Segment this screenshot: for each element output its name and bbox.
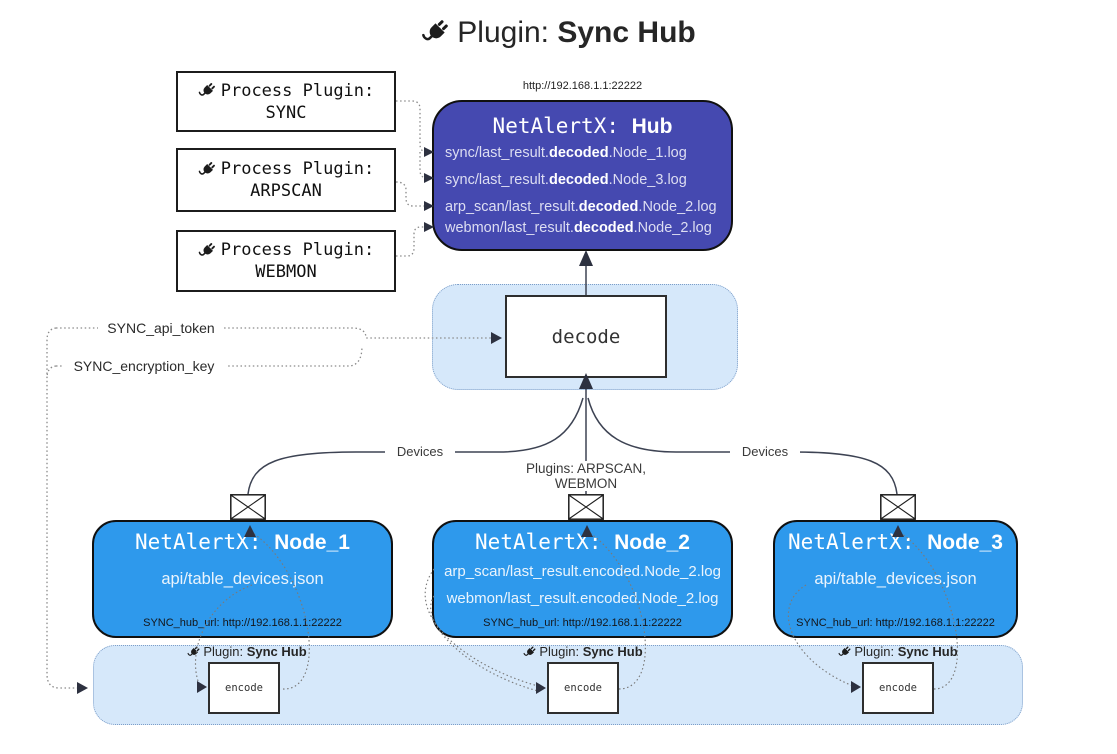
plug-icon xyxy=(187,645,201,659)
plugins-edge-label: Plugins: ARPSCAN, WEBMON xyxy=(500,461,672,491)
hub-title-bold: Hub xyxy=(631,115,673,138)
envelope-icon xyxy=(230,494,266,520)
process-plugin-label: Process Plugin: xyxy=(220,159,375,179)
hub-log-line: webmon/last_result.decoded.Node_2.log xyxy=(445,220,712,236)
hub-title: NetAlertX: Hub xyxy=(434,114,731,139)
plug-icon xyxy=(523,645,537,659)
process-plugin-box-sync: Process Plugin: SYNC xyxy=(176,71,396,132)
node3-box: NetAlertX: Node_3 api/table_devices.json… xyxy=(773,520,1018,638)
node3-hub-url: SYNC_hub_url: http://192.168.1.1:22222 xyxy=(796,617,995,629)
process-plugin-box-webmon: Process Plugin: WEBMON xyxy=(176,230,396,292)
hub-box: NetAlertX: Hub sync/last_result.decoded.… xyxy=(432,100,733,251)
node3-title: NetAlertX: Node_3 xyxy=(788,530,1003,554)
envelope-icon xyxy=(880,494,916,520)
plug-icon xyxy=(838,645,852,659)
page-title-bold: Sync Hub xyxy=(557,16,696,49)
plug-icon xyxy=(198,241,217,260)
devices-edge-label-left: Devices xyxy=(385,444,455,459)
node1-file: api/table_devices.json xyxy=(161,570,324,588)
encode-box-node3: encode xyxy=(862,662,934,714)
node3-file: api/table_devices.json xyxy=(814,570,977,588)
node2-title: NetAlertX: Node_2 xyxy=(475,530,690,554)
encoder3-label: Plugin: Sync Hub xyxy=(818,644,978,659)
encoder2-label: Plugin: Sync Hub xyxy=(503,644,663,659)
sync-encryption-key-label: SYNC_encryption_key xyxy=(62,358,226,374)
plug-icon xyxy=(421,17,451,47)
envelope-icon xyxy=(568,494,604,520)
process-plugin-name: ARPSCAN xyxy=(250,181,322,201)
plug-icon xyxy=(198,160,217,179)
node2-file: webmon/last_result.encoded.Node_2.log xyxy=(446,590,719,607)
process-plugin-label: Process Plugin: xyxy=(220,240,375,260)
node1-box: NetAlertX: Node_1 api/table_devices.json… xyxy=(92,520,393,638)
page-title: Plugin: Sync Hub xyxy=(0,16,1117,50)
envelope-icons xyxy=(230,494,916,520)
process-plugin-name: WEBMON xyxy=(255,262,317,282)
node1-hub-url: SYNC_hub_url: http://192.168.1.1:22222 xyxy=(143,617,342,629)
hub-log-line: sync/last_result.decoded.Node_1.log xyxy=(445,145,687,161)
hub-log-line: sync/last_result.decoded.Node_3.log xyxy=(445,172,687,188)
process-plugin-name: SYNC xyxy=(265,102,307,123)
node2-box: NetAlertX: Node_2 arp_scan/last_result.e… xyxy=(432,520,733,638)
process-plugin-label: Process Plugin: xyxy=(220,80,375,101)
node2-file: arp_scan/last_result.encoded.Node_2.log xyxy=(444,563,721,580)
node1-title: NetAlertX: Node_1 xyxy=(135,530,350,554)
decode-box: decode xyxy=(505,295,667,378)
plug-icon xyxy=(198,81,217,100)
hub-log-line: arp_scan/last_result.decoded.Node_2.log xyxy=(445,199,717,215)
encode-box-node1: encode xyxy=(208,662,280,714)
node2-hub-url: SYNC_hub_url: http://192.168.1.1:22222 xyxy=(483,617,682,629)
page-title-prefix: Plugin: xyxy=(457,16,558,49)
hub-url-label: http://192.168.1.1:22222 xyxy=(522,80,643,92)
devices-edge-label-right: Devices xyxy=(730,444,800,459)
encoder1-label: Plugin: Sync Hub xyxy=(167,644,327,659)
hub-title-prefix: NetAlertX: xyxy=(492,114,632,138)
encode-box-node2: encode xyxy=(547,662,619,714)
process-plugin-box-arpscan: Process Plugin: ARPSCAN xyxy=(176,148,396,212)
sync-api-token-label: SYNC_api_token xyxy=(98,320,224,336)
